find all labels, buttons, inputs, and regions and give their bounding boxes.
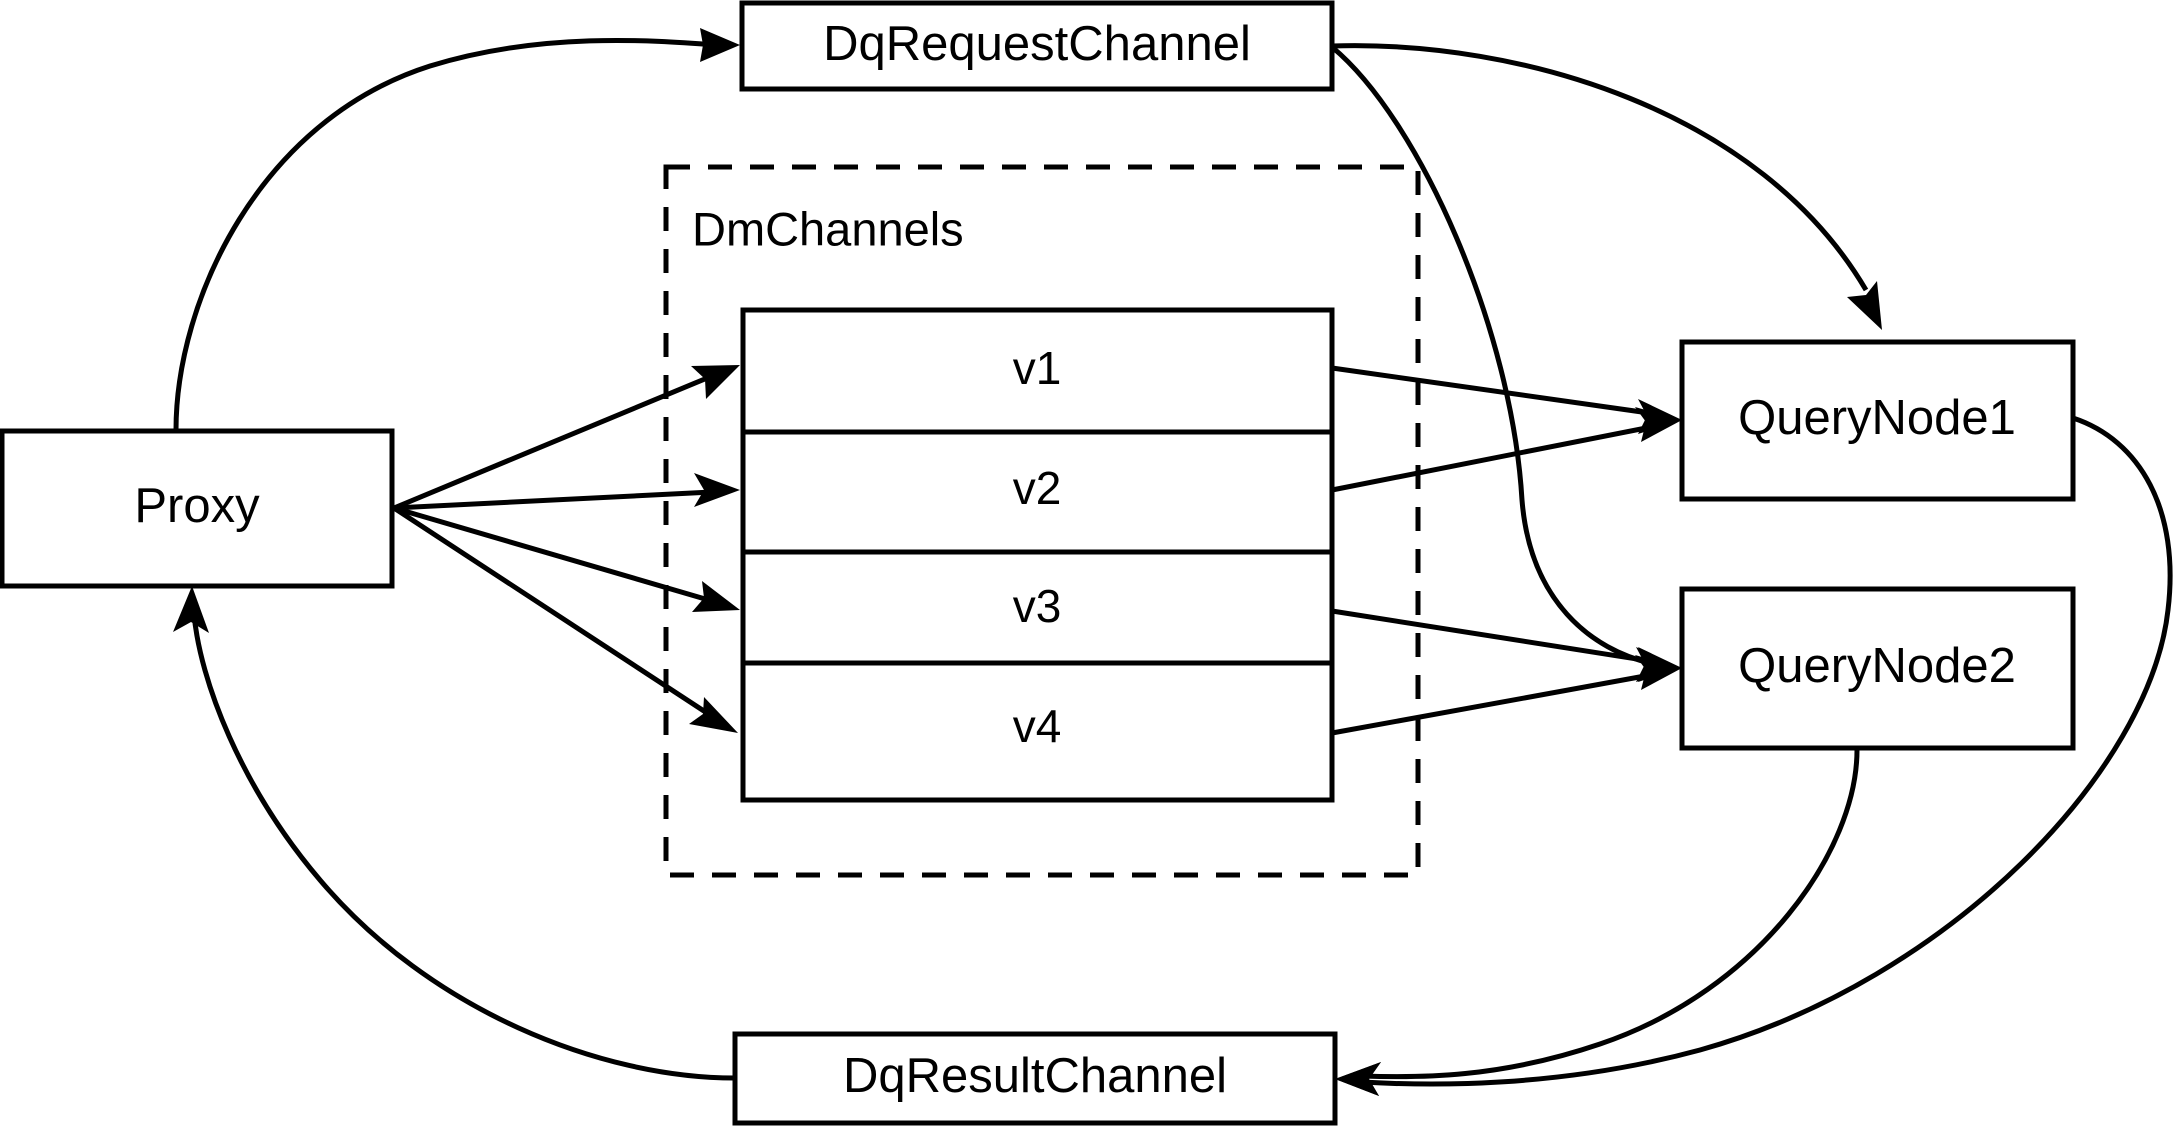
arrow-head-icon [1335, 1062, 1381, 1096]
channel-item-v2[interactable]: v2 [1013, 462, 1062, 514]
edge-v2-to-querynode1 [1331, 407, 1682, 493]
dm-channels-group-border [663, 164, 1421, 878]
node-proxy-label: Proxy [134, 479, 260, 533]
edge-proxy-to-v2 [393, 473, 740, 511]
channel-stack: v1 v2 v3 v4 [740, 307, 1335, 803]
node-query-node-1-label: QueryNode1 [1738, 391, 2016, 445]
edge-proxy-to-v3 [393, 505, 740, 612]
node-dq-request-channel[interactable]: DqRequestChannel [739, 0, 1335, 92]
edge-dqrequestchannel-to-querynode1 [1331, 43, 1882, 330]
channel-stack-border [740, 307, 1335, 803]
edge-dqrequestchannel-to-querynode2 [1330, 45, 1680, 682]
arrow-head-icon [692, 581, 740, 612]
node-dq-result-channel[interactable]: DqResultChannel [732, 1031, 1338, 1126]
dm-channels-group: DmChannels [663, 164, 1421, 878]
edge-dqresultchannel-to-proxy [173, 586, 736, 1081]
node-query-node-2-border [1679, 586, 2076, 751]
edge-v4-to-querynode2 [1331, 655, 1682, 736]
dm-channels-group-label: DmChannels [692, 202, 964, 255]
node-proxy[interactable]: Proxy [0, 428, 395, 589]
edge-proxy-to-v4 [392, 505, 738, 733]
arrow-head-icon [689, 697, 738, 733]
edge-v3-to-querynode2 [1331, 608, 1682, 682]
edge-querynode1-to-dqresultchannel [1335, 415, 2173, 1096]
node-dq-result-channel-label: DqResultChannel [843, 1049, 1227, 1103]
edge-proxy-to-dqrequestchannel [173, 28, 740, 431]
arrow-head-icon [1635, 655, 1682, 690]
arrow-head-icon [694, 473, 740, 507]
node-query-node-2[interactable]: QueryNode2 [1679, 586, 2076, 751]
arrow-head-icon [1847, 281, 1882, 330]
node-query-node-1[interactable]: QueryNode1 [1679, 339, 2076, 502]
channel-item-v4[interactable]: v4 [1013, 700, 1062, 752]
arrow-head-icon [1635, 407, 1682, 442]
node-query-node-2-label: QueryNode2 [1738, 639, 2016, 693]
edge-proxy-to-v1 [393, 365, 740, 511]
arrow-head-icon [173, 586, 209, 633]
node-query-node-1-border [1679, 339, 2076, 502]
arrow-head-icon [691, 365, 740, 399]
arrow-head-icon [700, 28, 740, 62]
edge-querynode2-to-dqresultchannel [1335, 749, 1860, 1096]
node-proxy-border [0, 428, 395, 589]
channel-item-v1[interactable]: v1 [1013, 342, 1062, 394]
channel-item-v3[interactable]: v3 [1013, 580, 1062, 632]
node-dq-result-channel-border [732, 1031, 1338, 1126]
node-dq-request-channel-label: DqRequestChannel [823, 17, 1251, 71]
node-dq-request-channel-border [739, 0, 1335, 92]
